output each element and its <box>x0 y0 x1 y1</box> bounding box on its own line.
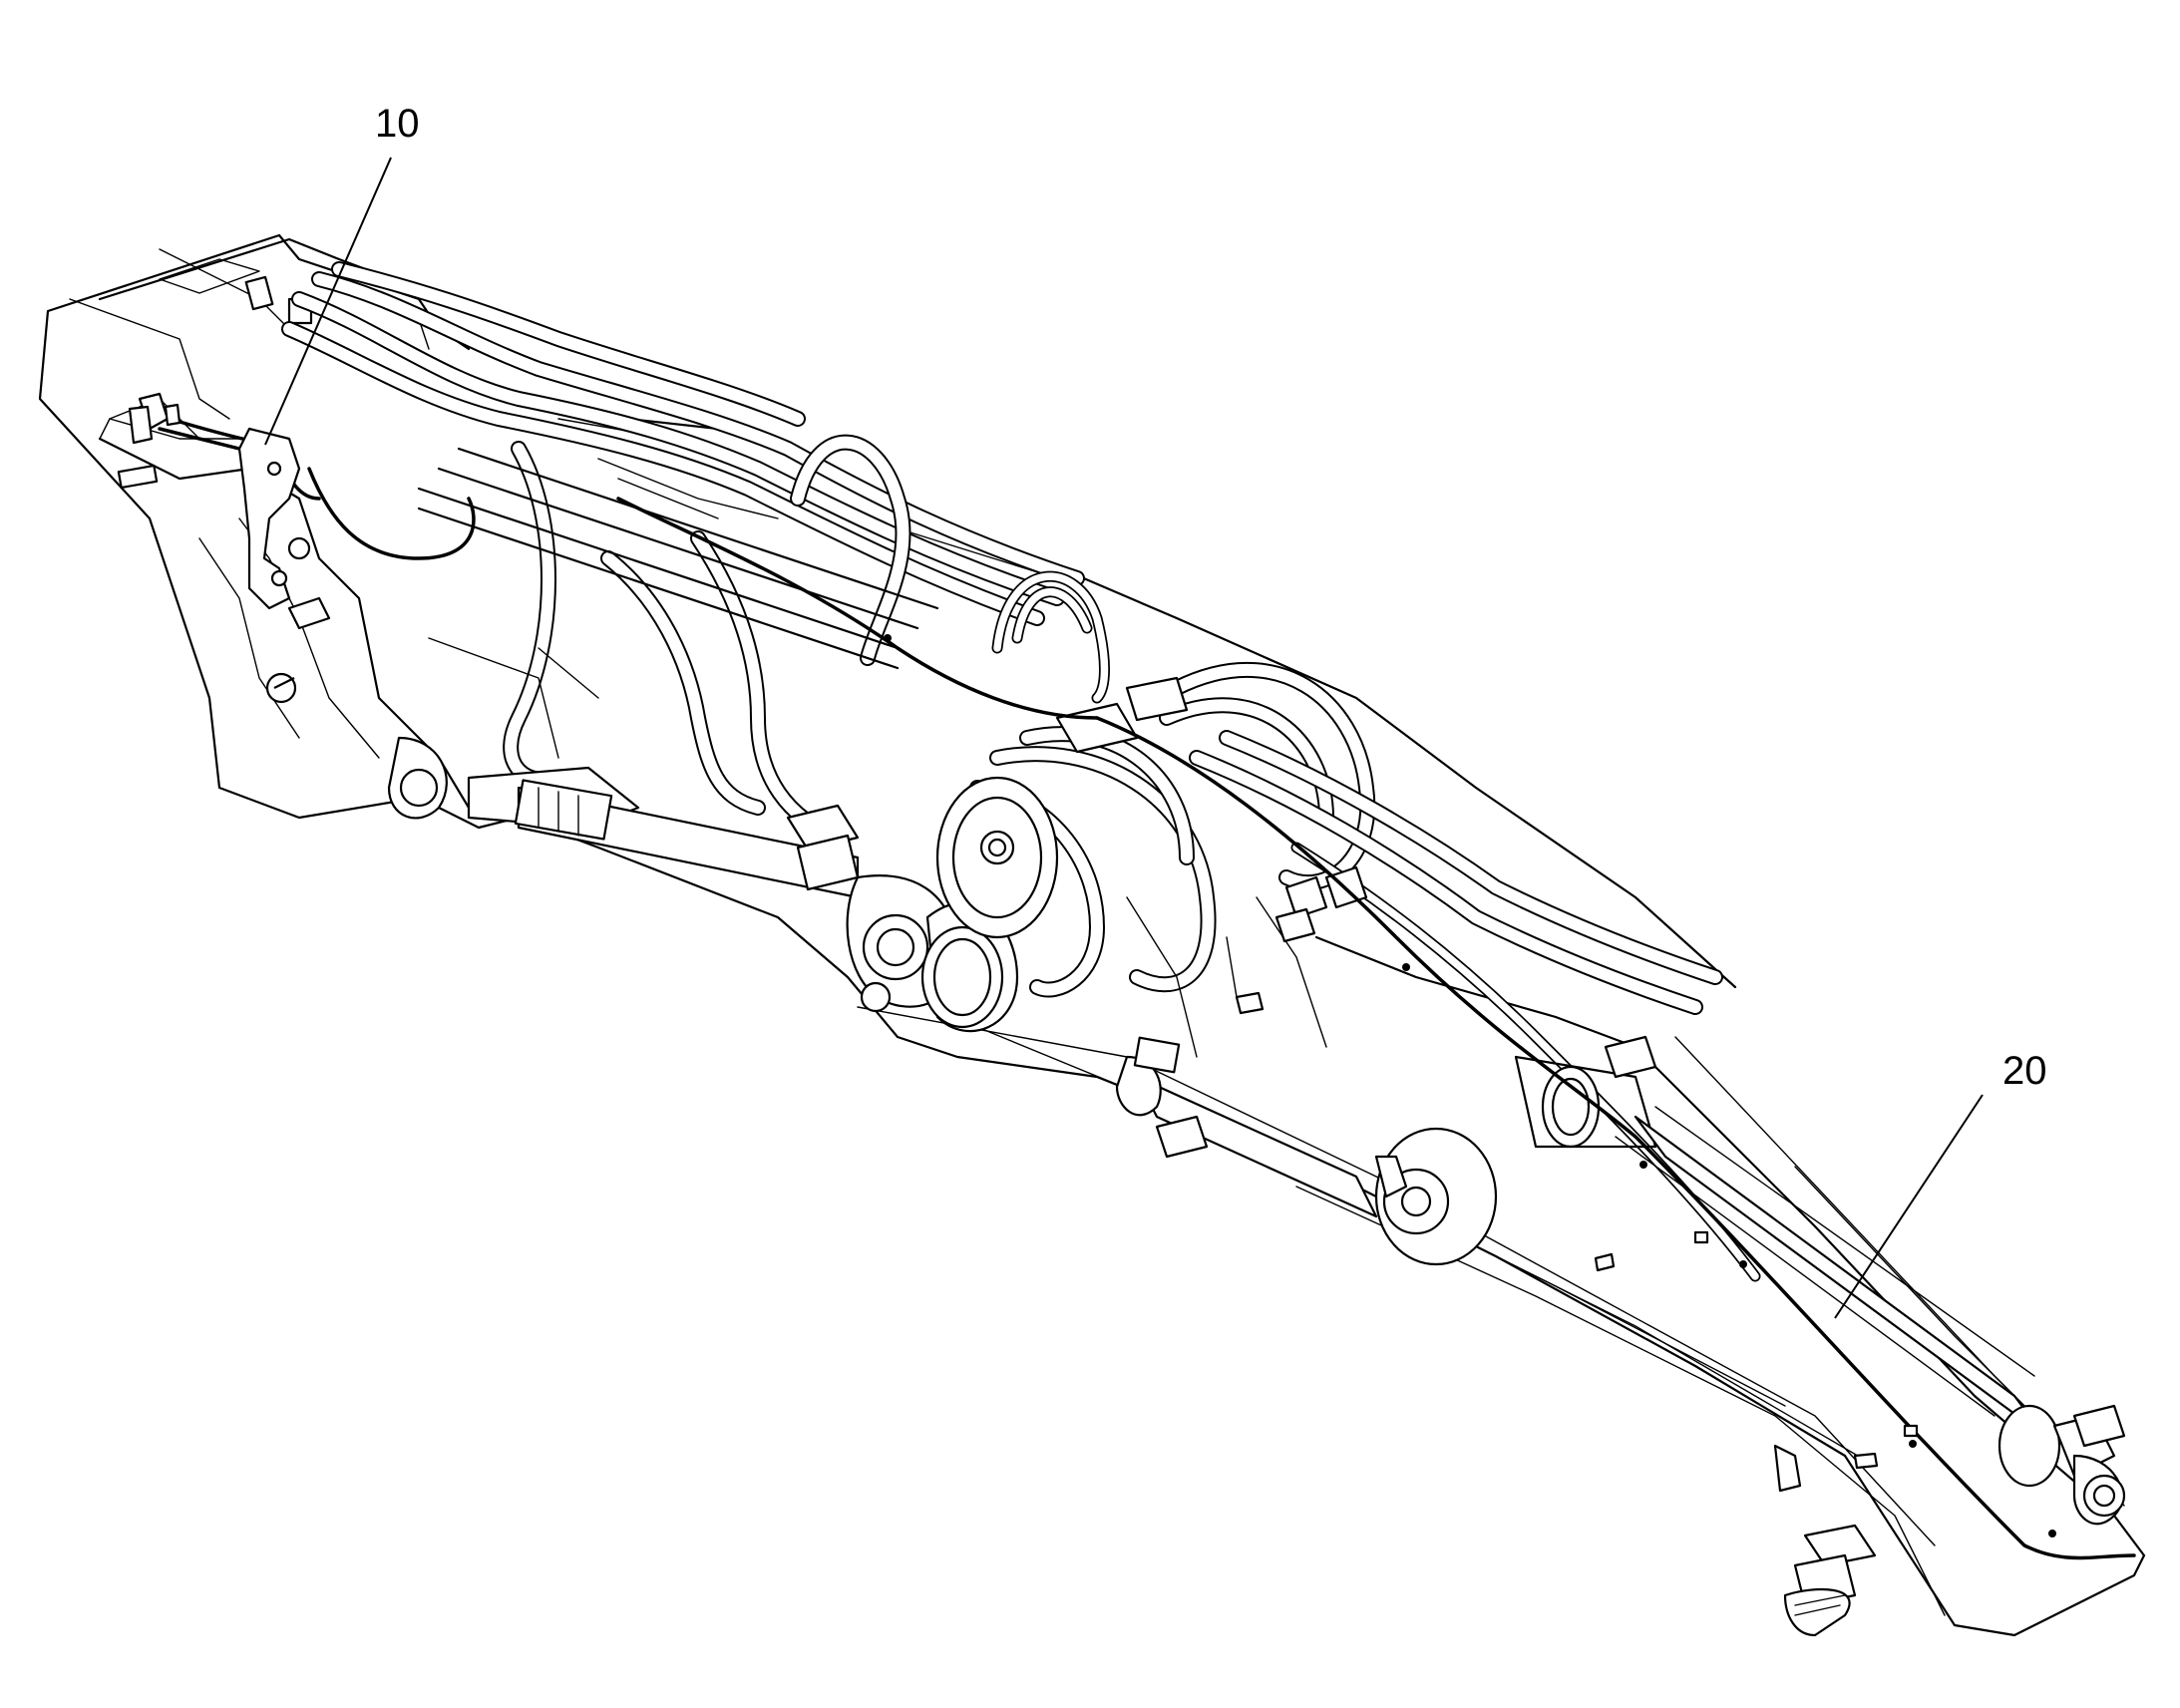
top-pipes <box>417 447 939 670</box>
center-hub <box>935 776 1059 939</box>
lower-cylinder <box>387 736 860 899</box>
arm-joint <box>1514 1055 1657 1149</box>
callout-10-leader <box>264 157 392 446</box>
end-cylinder <box>1615 1106 2126 1526</box>
pivot-joint-right <box>1374 1127 1498 1266</box>
harness-clips <box>884 634 2056 1537</box>
lower-bracket <box>1594 1252 1879 1637</box>
upper-hose-bundle <box>281 261 1085 626</box>
upper-mid-loops <box>790 434 1110 704</box>
callout-20-leader <box>1834 1094 1984 1319</box>
side-plates <box>428 637 1327 1058</box>
callout-20-label: 20 <box>2002 1049 2047 1093</box>
long-boom-hoses <box>1189 730 1761 1282</box>
callout-10-label: 10 <box>375 102 420 146</box>
middle-tube <box>1115 1036 1378 1218</box>
harness-bracket-10 <box>128 392 301 610</box>
